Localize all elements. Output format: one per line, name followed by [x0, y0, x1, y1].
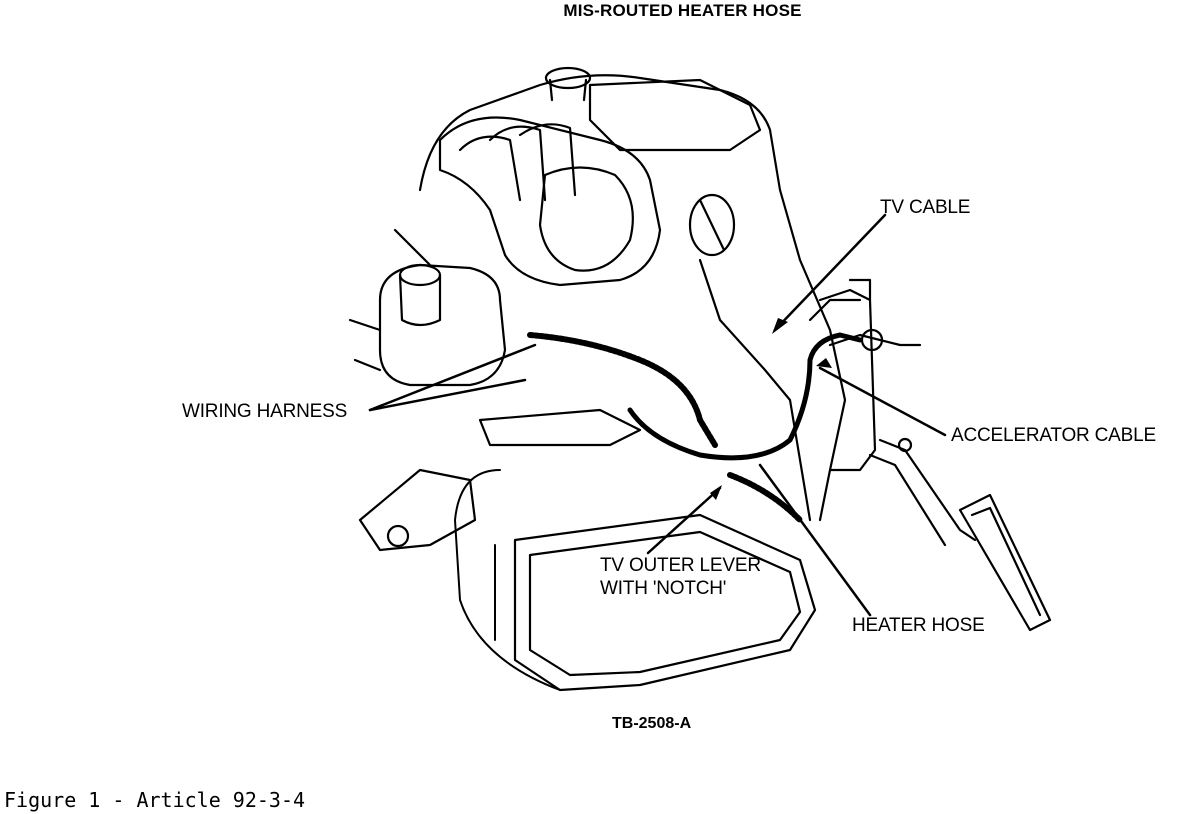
egr-valve-stem	[548, 78, 588, 102]
diagram-code: TB-2508-A	[612, 715, 692, 732]
accelerator-pedal	[958, 493, 1052, 632]
leader-tv-cable	[773, 213, 887, 332]
reservoir	[378, 263, 507, 387]
leader-wiring-harness-2	[368, 378, 527, 412]
mount-bolt	[386, 524, 410, 548]
egr-valve	[544, 66, 592, 90]
figure-caption: Figure 1 - Article 92-3-4	[4, 788, 306, 812]
transmission-pan-inner	[528, 530, 802, 677]
arrowhead-accelerator-cable	[816, 358, 832, 368]
callout-tv-outer-lever-line2: WITH 'NOTCH'	[600, 578, 727, 599]
accelerator-bracket	[818, 288, 877, 472]
intake-plenum	[538, 166, 634, 272]
intake-runner-1	[458, 135, 522, 202]
callout-tv-cable: TV CABLE	[880, 197, 971, 218]
leader-wiring-harness-1	[368, 343, 537, 412]
transmission-pan	[513, 513, 817, 692]
accelerator-arm	[878, 438, 977, 542]
reservoir-neck-body	[398, 273, 442, 327]
reservoir-neck	[398, 263, 442, 287]
engine-block-outline	[418, 74, 847, 522]
cable-clip	[860, 328, 884, 352]
intake-manifold	[438, 116, 662, 287]
firewall-lines	[808, 278, 872, 322]
heater-hose	[627, 332, 863, 461]
accelerator-cable-line	[828, 333, 922, 347]
leader-tv-outer-lever	[646, 486, 722, 555]
valve-cover	[588, 78, 762, 152]
leader-heater-hose	[758, 463, 872, 617]
arrowhead-tv-outer-lever	[710, 485, 722, 500]
callout-heater-hose: HEATER HOSE	[852, 615, 985, 636]
left-rail	[348, 228, 432, 372]
heater-hose-outer	[454, 469, 561, 691]
callout-accelerator-cable: ACCELERATOR CABLE	[951, 425, 1156, 446]
throttle-body-line	[698, 198, 726, 252]
leader-accelerator-cable	[818, 366, 947, 437]
callout-tv-outer-lever-line1: TV OUTER LEVER	[600, 555, 761, 576]
accelerator-arm-edge	[868, 453, 947, 547]
throttle-linkage	[478, 408, 642, 447]
tv-cable-line	[698, 258, 812, 522]
accelerator-pedal-inner	[970, 506, 1042, 617]
wiring-harness-line	[527, 332, 718, 448]
intake-runner-2	[488, 125, 547, 202]
mount-bracket	[358, 468, 477, 552]
wiring-harness-lower	[727, 472, 803, 523]
pedal-pivot-bolt	[897, 437, 913, 453]
arrowhead-tv-cable	[772, 318, 788, 334]
throttle-body	[688, 193, 736, 257]
intake-runner-3	[518, 123, 577, 197]
diagram-title: MIS-ROUTED HEATER HOSE	[563, 1, 802, 20]
callout-wiring-harness: WIRING HARNESS	[182, 401, 348, 422]
